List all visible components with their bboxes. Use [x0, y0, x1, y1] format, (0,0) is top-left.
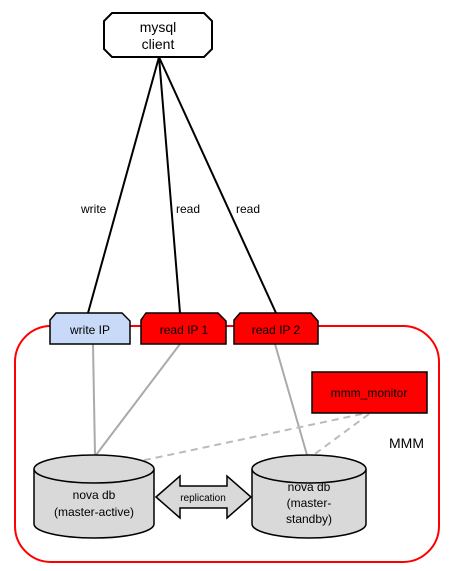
- read-edge-2-label: read: [236, 202, 260, 216]
- nova-db-standby-cylinder: nova db (master- standby): [251, 454, 367, 539]
- mmm-cluster-label: MMM: [389, 435, 424, 451]
- read-edge-2: [158, 56, 277, 314]
- ip-db-links: [92, 343, 308, 456]
- read-ip-1-tag: read IP 1: [140, 312, 227, 345]
- mmm-monitor-box: mmm_monitor: [311, 371, 428, 414]
- mysql-client-label-line2: client: [142, 36, 175, 52]
- write-edge-label: write: [80, 202, 107, 216]
- read-ip-1-to-active-link: [95, 343, 181, 456]
- monitor-to-active-link: [97, 413, 363, 471]
- mmm-monitor-label: mmm_monitor: [331, 386, 408, 400]
- write-ip-to-active-link: [92, 343, 96, 456]
- nova-db-active-label-line2: (master-active): [54, 505, 134, 519]
- mysql-client-label-line1: mysql: [140, 19, 177, 35]
- read-ip-2-to-standby-link: [274, 343, 308, 456]
- nova-db-active-label-line1: nova db: [73, 488, 116, 502]
- monitor-links: [97, 413, 370, 471]
- nova-db-standby-label-line2: (master-: [287, 496, 332, 510]
- read-edge-1: [158, 56, 181, 314]
- nova-db-active-cylinder: nova db (master-active): [33, 454, 155, 539]
- nova-db-standby-label-line3: standby): [286, 512, 332, 526]
- replication-label: replication: [180, 493, 226, 504]
- write-edge: [87, 56, 160, 314]
- replication-arrow: replication: [154, 474, 253, 520]
- monitor-to-standby-link: [307, 413, 370, 460]
- write-ip-tag: write IP: [49, 312, 131, 345]
- read-ip-2-label: read IP 2: [252, 323, 301, 337]
- nova-db-standby-label-line1: nova db: [288, 480, 331, 494]
- read-ip-1-label: read IP 1: [160, 323, 209, 337]
- mmm-cluster-boundary: [14, 325, 440, 563]
- read-edge-1-label: read: [176, 202, 200, 216]
- write-ip-label: write IP: [69, 323, 110, 337]
- client-connections: [87, 56, 277, 314]
- read-ip-2-tag: read IP 2: [233, 312, 319, 345]
- mysql-client-box: mysql client: [103, 12, 213, 58]
